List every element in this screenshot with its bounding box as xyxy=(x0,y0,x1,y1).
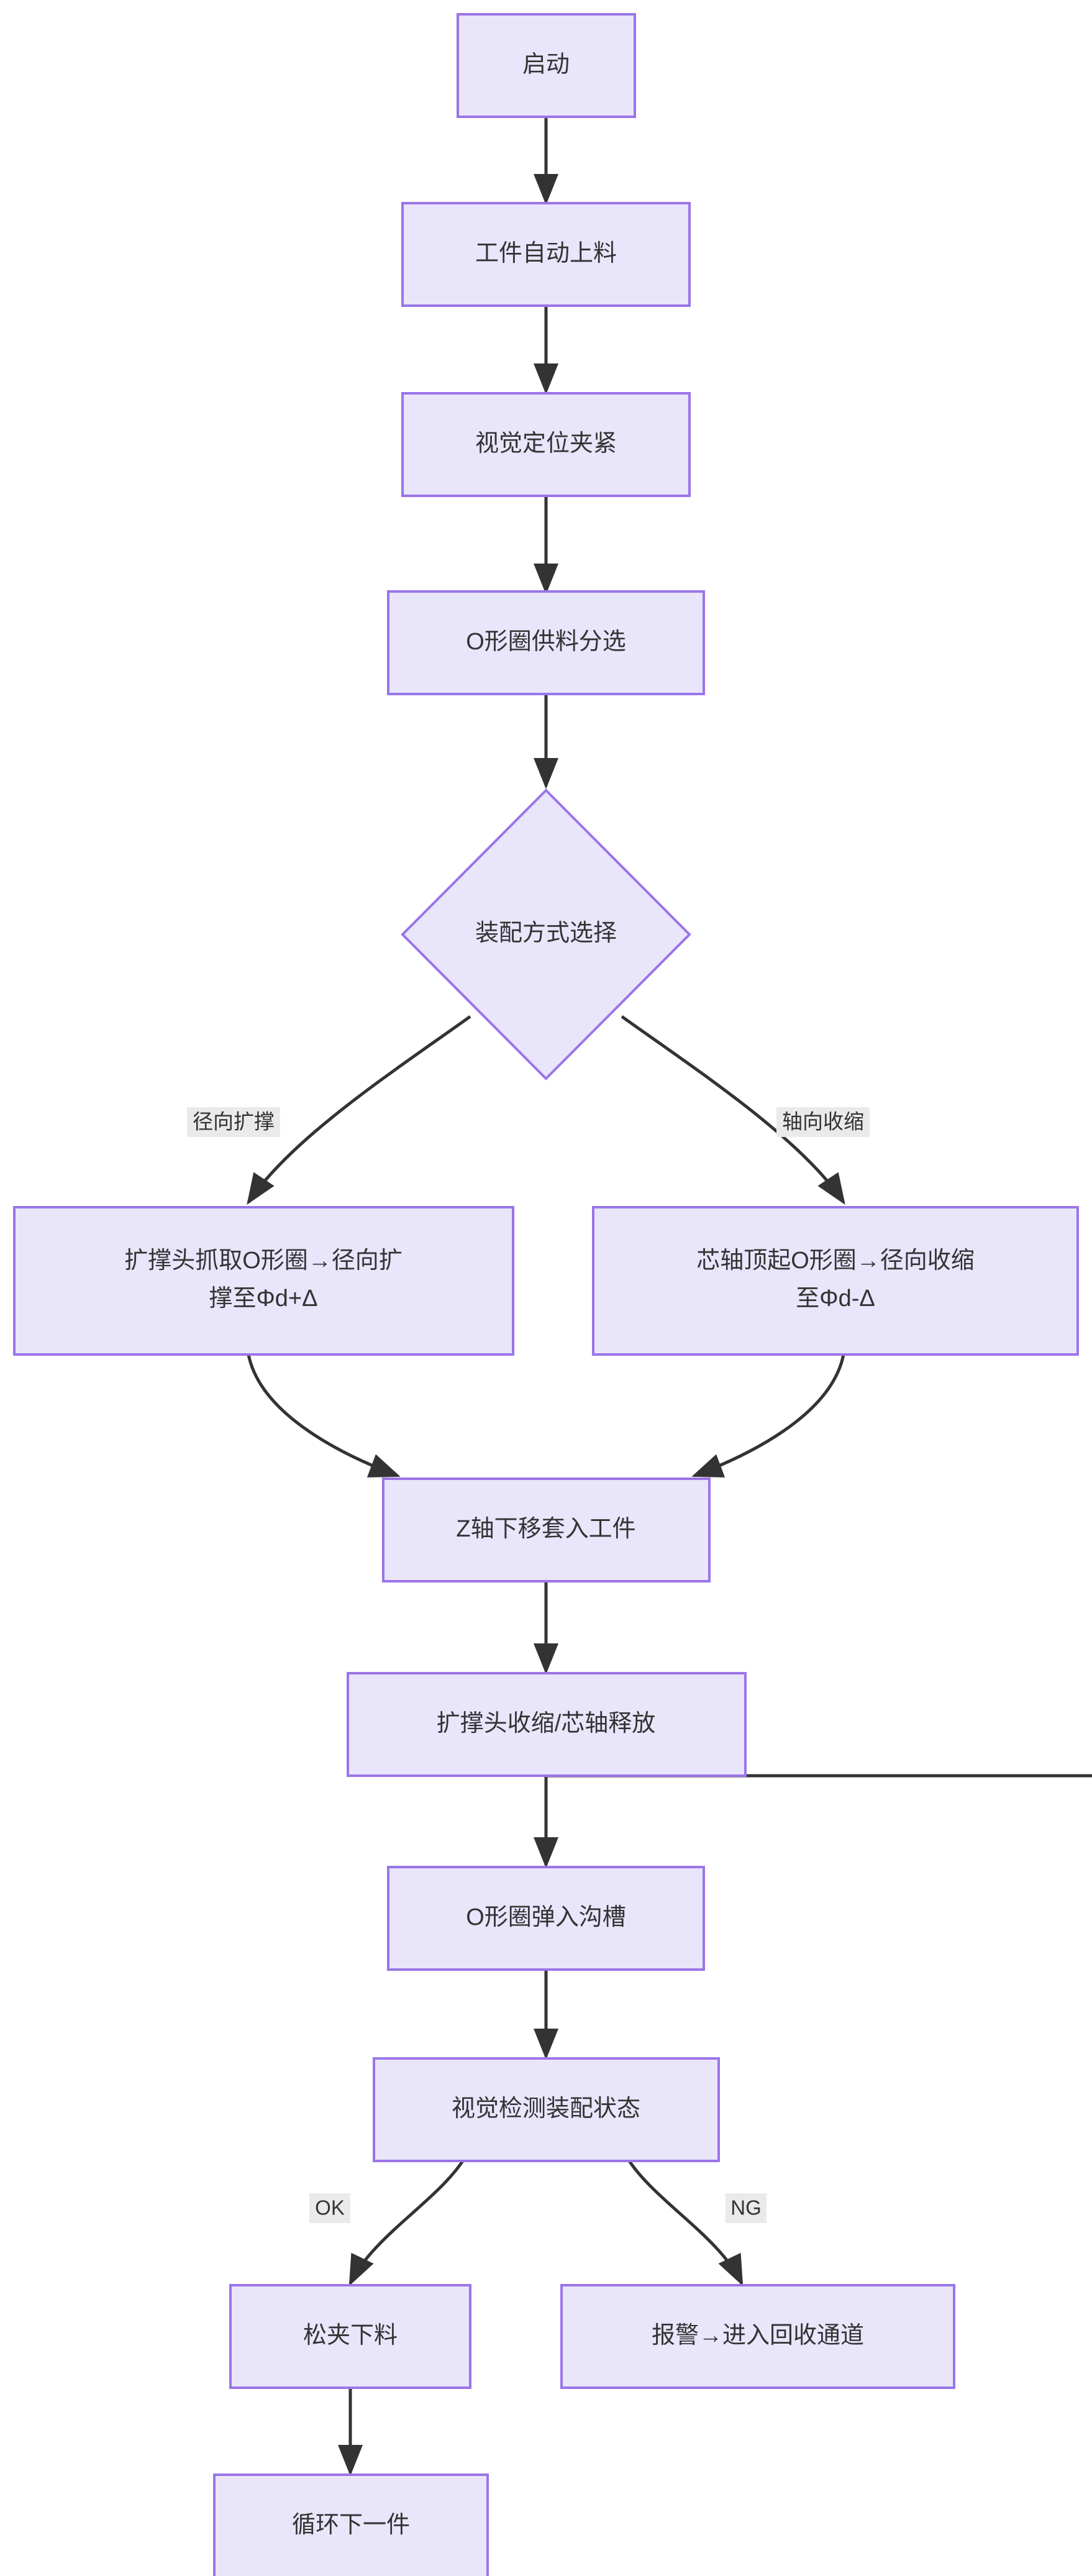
node-snap-groove-shape[interactable] xyxy=(387,1866,705,1971)
node-axial-shrink-label-line1: 芯轴顶起O形圈→径向收缩 xyxy=(696,1248,975,1274)
node-mode-select-label: 装配方式选择 xyxy=(475,920,617,946)
edge-label-ng-bg xyxy=(726,2193,767,2223)
node-vision-clamp-label: 视觉定位夹紧 xyxy=(475,431,617,457)
node-snap-groove-label: O形圈弹入沟槽 xyxy=(466,1904,626,1930)
edge-label-ng: NG xyxy=(730,2196,762,2219)
edge-axial-shrink-to-z-down xyxy=(691,1354,845,1478)
edge-group xyxy=(247,117,1092,2476)
edge-label-ok-bg xyxy=(309,2193,350,2223)
node-alarm-label: 报警→进入回收通道 xyxy=(652,2323,864,2349)
node-inspect-label: 视觉检测装配状态 xyxy=(452,2096,640,2122)
node-axial-shrink-shape[interactable] xyxy=(592,1206,1079,1356)
node-mode-select[interactable]: 装配方式选择 xyxy=(401,788,691,1080)
node-oring-sort[interactable]: O形圈供料分选 xyxy=(387,590,705,695)
node-release-shape[interactable] xyxy=(347,1672,747,1777)
node-start-label: 启动 xyxy=(522,52,570,78)
node-radial-exp-shape[interactable] xyxy=(13,1206,514,1356)
node-inspect-shape[interactable] xyxy=(373,2057,720,2162)
node-oring-sort-shape[interactable] xyxy=(387,590,705,695)
node-unload-shape[interactable] xyxy=(229,2284,471,2389)
node-vision-clamp-shape[interactable] xyxy=(401,392,691,497)
node-next-cycle[interactable]: 循环下一件 xyxy=(213,2473,489,2576)
node-alarm-shape[interactable] xyxy=(560,2284,955,2389)
node-start[interactable]: 启动 xyxy=(457,13,636,118)
node-alarm[interactable]: 报警→进入回收通道 xyxy=(560,2284,955,2389)
node-unload[interactable]: 松夹下料 xyxy=(229,2284,471,2389)
edge-mode-select-to-radial-exp xyxy=(247,1015,471,1205)
node-axial-shrink-label-line2: 至Φd-Δ xyxy=(796,1286,875,1312)
node-vision-clamp[interactable]: 视觉定位夹紧 xyxy=(401,392,691,497)
edge-radial-exp-to-z-down xyxy=(247,1354,401,1478)
node-release-label: 扩撑头收缩/芯轴释放 xyxy=(437,1710,656,1737)
edge-label-radial: 径向扩撑 xyxy=(193,1110,275,1133)
node-next-cycle-shape[interactable] xyxy=(213,2473,489,2576)
node-z-down-shape[interactable] xyxy=(382,1478,711,1583)
node-z-down[interactable]: Z轴下移套入工件 xyxy=(382,1478,711,1583)
node-feed-label: 工件自动上料 xyxy=(475,240,617,267)
edge-mode-select-to-axial-shrink xyxy=(621,1015,845,1205)
node-axial-shrink[interactable]: 芯轴顶起O形圈→径向收缩 至Φd-Δ xyxy=(592,1206,1079,1356)
edge-label-radial-bg xyxy=(187,1107,280,1137)
node-z-down-label: Z轴下移套入工件 xyxy=(456,1516,635,1542)
node-radial-exp-label-line2: 撑至Φd+Δ xyxy=(209,1286,317,1312)
node-inspect[interactable]: 视觉检测装配状态 xyxy=(373,2057,720,2162)
edge-label-axial-bg xyxy=(776,1107,870,1137)
node-release[interactable]: 扩撑头收缩/芯轴释放 xyxy=(347,1672,747,1777)
edge-inspect-to-unload xyxy=(348,2160,465,2286)
node-feed[interactable]: 工件自动上料 xyxy=(401,202,691,307)
node-feed-shape[interactable] xyxy=(401,202,691,307)
node-start-shape[interactable] xyxy=(457,13,636,118)
node-radial-exp[interactable]: 扩撑头抓取O形圈→径向扩 撑至Φd+Δ xyxy=(13,1206,514,1356)
edge-inspect-to-alarm xyxy=(627,2160,744,2286)
node-unload-label: 松夹下料 xyxy=(303,2323,398,2349)
edge-label-axial: 轴向收缩 xyxy=(782,1110,864,1133)
node-mode-select-shape[interactable] xyxy=(401,788,691,1080)
edge-label-group: 径向扩撑 轴向收缩 OK NG xyxy=(187,1107,870,2223)
node-radial-exp-label-line1: 扩撑头抓取O形圈→径向扩 xyxy=(124,1248,403,1274)
node-next-cycle-label: 循环下一件 xyxy=(292,2512,410,2538)
edge-label-ok: OK xyxy=(315,2196,345,2219)
edge-release-to-snap-groove xyxy=(546,1774,1092,1865)
node-oring-sort-label: O形圈供料分选 xyxy=(466,629,626,655)
node-snap-groove[interactable]: O形圈弹入沟槽 xyxy=(387,1866,705,1971)
